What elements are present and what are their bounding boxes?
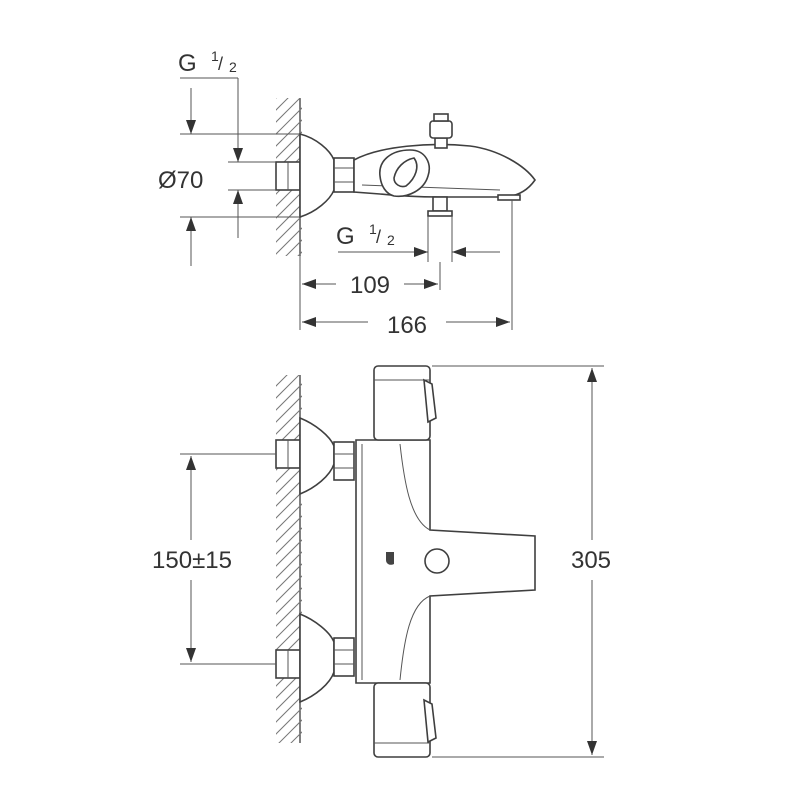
dimension-centres-label: 150±15 bbox=[152, 547, 232, 574]
thread-top-sub: 2 bbox=[229, 59, 237, 75]
thread-dimension-spout: G 1 / 2 bbox=[336, 216, 500, 262]
diameter-label: Ø70 bbox=[158, 167, 203, 194]
temperature-handle-front bbox=[373, 365, 437, 441]
dimension-109: 109 bbox=[299, 256, 441, 330]
thread-top-sup: 1 bbox=[211, 48, 219, 64]
dimension-height: 305 bbox=[432, 365, 611, 758]
union-nut bbox=[333, 157, 355, 193]
spout-outlet bbox=[497, 194, 521, 201]
diameter-dimension: Ø70 bbox=[158, 88, 300, 266]
thread-spout-slash: / bbox=[376, 227, 381, 247]
flow-handle-front bbox=[373, 682, 437, 758]
thread-spout-sup: 1 bbox=[369, 221, 377, 237]
upper-connection bbox=[275, 416, 355, 496]
dimension-166: 166 bbox=[302, 200, 513, 339]
thread-dimension-top: G 1 / 2 bbox=[178, 48, 243, 238]
thread-spout-sub: 2 bbox=[387, 232, 395, 248]
side-view: G 1 / 2 Ø70 G bbox=[158, 48, 536, 339]
diverter-knob-side bbox=[429, 113, 453, 149]
diverter-knob-front bbox=[424, 548, 450, 574]
front-view: 150±15 305 bbox=[152, 365, 611, 758]
lower-connection bbox=[275, 612, 355, 704]
hose-outlet bbox=[427, 196, 453, 217]
dimension-109-label: 109 bbox=[350, 272, 390, 299]
thread-spout-label: G bbox=[336, 223, 355, 250]
thread-top-label: G bbox=[178, 50, 197, 77]
thread-top-slash: / bbox=[218, 54, 223, 74]
safety-stop-indicator bbox=[386, 552, 394, 565]
dimension-height-label: 305 bbox=[571, 547, 611, 574]
dimension-166-label: 166 bbox=[387, 312, 427, 339]
dimension-centres: 150±15 bbox=[152, 453, 276, 665]
wall-front-view bbox=[276, 375, 302, 743]
escutcheon-rosette bbox=[299, 132, 335, 219]
